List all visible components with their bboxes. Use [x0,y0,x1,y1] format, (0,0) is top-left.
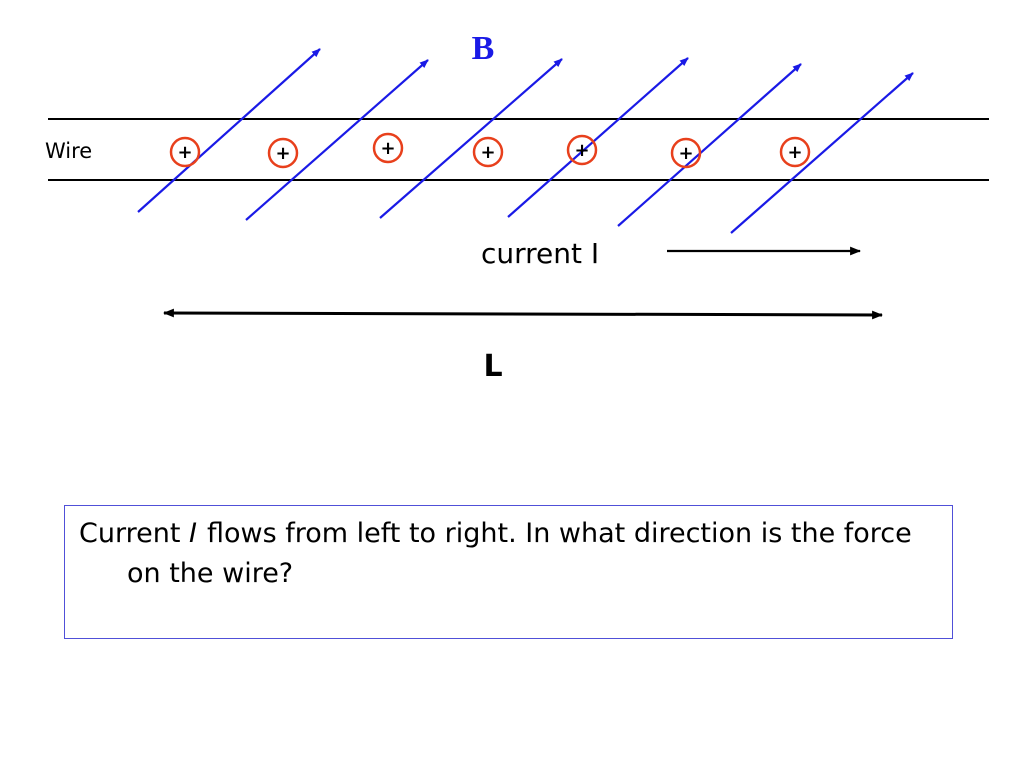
field-line-arrow [507,57,689,218]
plus-icon: + [678,143,693,164]
positive-charge: + [670,137,702,169]
plus-icon: + [480,142,495,163]
plus-icon: + [275,143,290,164]
length-arrow [162,308,884,320]
length-label: L [483,349,502,384]
field-line-arrow [730,72,914,234]
plus-icon: + [177,142,192,163]
field-line-arrow [245,59,429,221]
field-line-arrow [137,48,321,213]
field-line-arrow [379,58,563,219]
question-prefix: Current [79,518,189,549]
current-label: current I [481,237,599,270]
field-label-b: B [472,30,495,67]
wire-label: Wire [45,139,92,163]
positive-charges: + + + + + + + [169,132,811,169]
positive-charge: + [779,136,811,168]
positive-charge: + [472,136,504,168]
positive-charge: + [566,134,598,166]
positive-charge: + [169,136,201,168]
positive-charge: + [372,132,404,164]
question-variable: I [189,518,197,549]
plus-icon: + [380,138,395,159]
magnetic-field-lines [137,48,914,234]
plus-icon: + [574,140,589,161]
question-suffix: flows from left to right. In what direct… [127,518,912,589]
field-line-arrow [617,63,802,227]
plus-icon: + [787,142,802,163]
positive-charge: + [267,137,299,169]
